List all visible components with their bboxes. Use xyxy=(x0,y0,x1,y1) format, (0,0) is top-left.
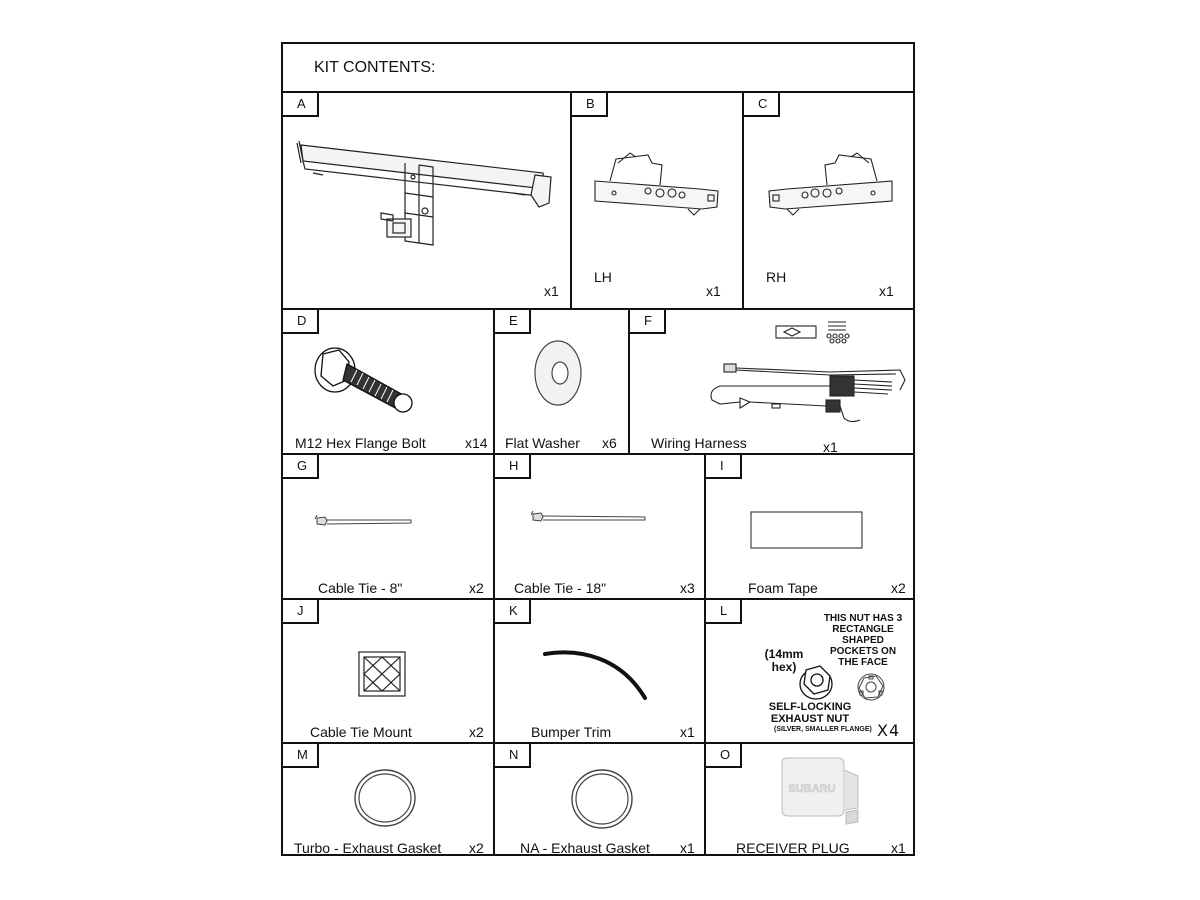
kit-item-i: I Foam Tape x2 xyxy=(706,455,915,598)
item-letter: H xyxy=(495,455,531,479)
nut-detail: (SILVER, SMALLER FLANGE) xyxy=(774,726,872,733)
item-letter: N xyxy=(495,744,531,768)
bumper-trim-icon xyxy=(543,650,647,700)
item-letter: A xyxy=(283,93,319,117)
turbo-exhaust-gasket-icon xyxy=(354,769,416,827)
grid-line xyxy=(493,308,495,453)
flat-washer-icon xyxy=(534,340,582,406)
grid-line xyxy=(283,91,913,93)
pocket-note: THIS NUT HAS 3 RECTANGLE SHAPED POCKETS … xyxy=(823,613,903,668)
item-quantity: x1 xyxy=(544,283,559,299)
item-quantity: x14 xyxy=(465,435,488,451)
item-quantity: x2 xyxy=(469,580,484,596)
item-label: Foam Tape xyxy=(748,580,818,596)
foam-tape-icon xyxy=(750,511,863,549)
kit-contents-title: KIT CONTENTS: xyxy=(314,59,436,76)
na-exhaust-gasket-icon xyxy=(571,769,633,829)
item-quantity: x1 xyxy=(823,439,838,455)
grid-line xyxy=(742,91,744,308)
item-quantity: x3 xyxy=(680,580,695,596)
kit-item-a: A x1 xyxy=(283,93,570,308)
bracket-rh-icon xyxy=(768,152,893,216)
cable-tie-8-icon xyxy=(314,514,412,526)
grid-line xyxy=(283,742,913,744)
item-letter: E xyxy=(495,310,531,334)
item-label: Bumper Trim xyxy=(531,724,612,740)
item-letter: O xyxy=(706,744,742,768)
cable-tie-18-icon xyxy=(530,510,646,522)
item-letter: G xyxy=(283,455,319,479)
item-label: Cable Tie - 8" xyxy=(318,580,403,596)
hex-flange-bolt-icon xyxy=(314,347,413,413)
kit-item-e: E Flat Washer x6 xyxy=(495,310,628,453)
exhaust-nut-icon xyxy=(799,665,833,700)
item-label: Wiring Harness xyxy=(651,435,747,451)
nut-name: SELF-LOCKING EXHAUST NUT xyxy=(768,701,852,725)
grid-line xyxy=(283,308,913,310)
hex-size-note: (14mm hex) xyxy=(764,647,804,674)
kit-item-n: N NA - Exhaust Gasket x1 xyxy=(495,744,704,856)
item-quantity: x2 xyxy=(469,724,484,740)
cable-tie-mount-icon xyxy=(358,651,406,697)
item-label: M12 Hex Flange Bolt xyxy=(295,435,426,451)
kit-item-j: J Cable Tie Mount x2 xyxy=(283,600,493,742)
item-quantity: x2 xyxy=(469,840,484,856)
grid-line xyxy=(493,453,495,856)
item-letter: I xyxy=(706,455,742,479)
grid-line xyxy=(704,453,706,856)
item-label: Flat Washer xyxy=(505,435,580,451)
item-quantity: x1 xyxy=(680,840,695,856)
nut-face-icon xyxy=(857,673,885,701)
item-quantity: x2 xyxy=(891,580,906,596)
item-quantity: X4 xyxy=(877,721,901,740)
kit-item-c: C RH x1 xyxy=(744,93,915,308)
item-quantity: x1 xyxy=(891,840,906,856)
kit-item-l: L THIS NUT HAS 3 RECTANGLE SHAPED POCKET… xyxy=(706,600,915,742)
receiver-plug-icon: SUBARU xyxy=(781,757,859,825)
wiring-harness-icon xyxy=(710,321,906,423)
item-letter: J xyxy=(283,600,319,624)
kit-contents-sheet: KIT CONTENTS: A xyxy=(281,42,915,856)
item-label: RH xyxy=(766,269,787,285)
kit-item-h: H Cable Tie - 18" x3 xyxy=(495,455,704,598)
item-label: Cable Tie Mount xyxy=(310,724,412,740)
item-label: NA - Exhaust Gasket xyxy=(520,840,650,856)
item-letter: D xyxy=(283,310,319,334)
kit-item-b: B LH x1 xyxy=(572,93,742,308)
hitch-receiver-icon xyxy=(296,140,552,246)
kit-item-g: G Cable Tie - 8" x2 xyxy=(283,455,493,598)
kit-item-o: O SUBARU RECEIVER PLUG x1 xyxy=(706,744,915,856)
item-label: Cable Tie - 18" xyxy=(514,580,607,596)
item-label: LH xyxy=(594,269,612,285)
item-letter: F xyxy=(630,310,666,334)
item-letter: L xyxy=(706,600,742,624)
grid-line xyxy=(570,91,572,308)
grid-line xyxy=(283,598,913,600)
grid-line xyxy=(283,453,913,455)
item-quantity: x1 xyxy=(706,283,721,299)
item-quantity: x6 xyxy=(602,435,617,451)
bracket-lh-icon xyxy=(594,152,719,216)
item-quantity: x1 xyxy=(680,724,695,740)
kit-item-f: F Wiring Harness x1 xyxy=(630,310,915,455)
kit-item-d: D M12 Hex Flange Bolt x14 xyxy=(283,310,493,453)
subaru-logo-text: SUBARU xyxy=(788,783,835,795)
item-letter: M xyxy=(283,744,319,768)
grid-line xyxy=(628,308,630,453)
item-label: RECEIVER PLUG xyxy=(736,840,850,856)
item-letter: C xyxy=(744,93,780,117)
item-letter: B xyxy=(572,93,608,117)
item-letter: K xyxy=(495,600,531,624)
kit-item-m: M Turbo - Exhaust Gasket x2 xyxy=(283,744,493,856)
item-label: Turbo - Exhaust Gasket xyxy=(294,840,442,856)
item-quantity: x1 xyxy=(879,283,894,299)
kit-item-k: K Bumper Trim x1 xyxy=(495,600,704,742)
